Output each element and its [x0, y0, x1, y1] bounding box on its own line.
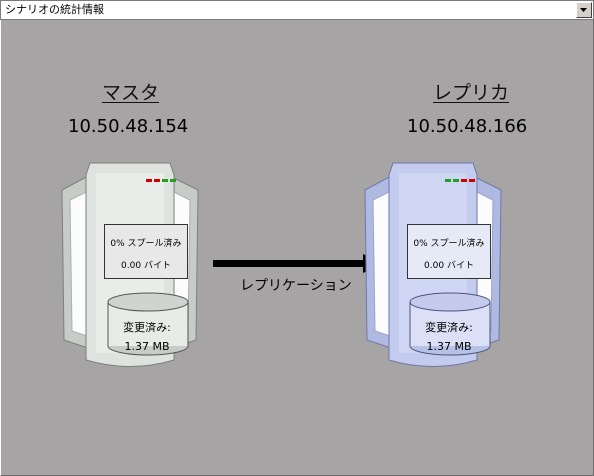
- replica-server: 0% スプール済み 0.00 バイト 変更済み: 1.37 MB: [363, 155, 503, 373]
- replica-spool-status: 0% スプール済み: [413, 239, 485, 249]
- replication-label: レプリケーション: [240, 278, 352, 294]
- master-changed-size: 1.37 MB: [124, 340, 170, 353]
- replica-changed-label: 変更済み:: [425, 321, 473, 334]
- master-changed-label: 変更済み:: [123, 321, 171, 334]
- replica-role-label: レプリカ: [433, 82, 510, 104]
- replica-changed-size: 1.37 MB: [426, 340, 472, 353]
- scenario-view-dropdown[interactable]: シナリオの統計情報: [0, 0, 594, 20]
- master-server: 0% スプール済み 0.00 バイト 変更済み: 1.37 MB: [60, 155, 200, 373]
- master-spool-info: 0% スプール済み 0.00 バイト: [104, 224, 188, 279]
- replica-bytes: 0.00 バイト: [424, 261, 474, 271]
- chevron-down-icon[interactable]: [576, 2, 592, 18]
- replica-ip-label: 10.50.48.166: [407, 116, 528, 137]
- replica-spool-info: 0% スプール済み 0.00 バイト: [407, 224, 491, 279]
- master-bytes: 0.00 バイト: [121, 261, 171, 271]
- master-role-label: マスタ: [102, 82, 160, 104]
- master-ip-label: 10.50.48.154: [68, 116, 189, 137]
- server-icon: [61, 162, 199, 367]
- master-spool-status: 0% スプール済み: [110, 239, 182, 249]
- arrow-right-icon: [213, 254, 383, 273]
- dropdown-selected-value: シナリオの統計情報: [5, 3, 104, 16]
